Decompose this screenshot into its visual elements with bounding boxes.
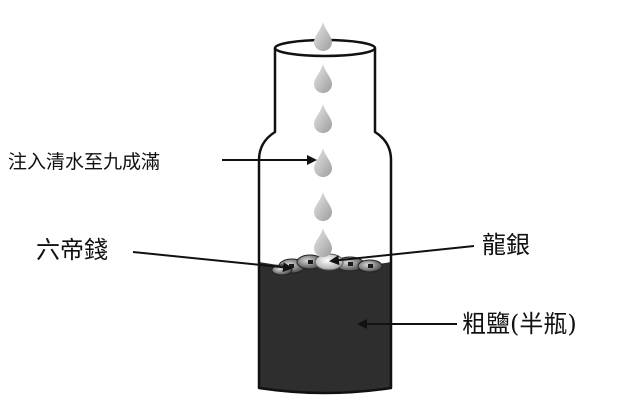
bottle-outline — [257, 48, 393, 395]
label-coins: 六帝錢 — [36, 236, 108, 264]
coins-arrow — [132, 251, 293, 273]
silver-dollar — [314, 253, 344, 271]
water-drops — [314, 22, 332, 257]
label-silver: 龍銀 — [482, 231, 530, 259]
label-salt: 粗鹽(半瓶) — [462, 310, 577, 338]
silver-arrow — [329, 245, 475, 266]
water-drop — [314, 64, 332, 93]
coarse-salt — [259, 262, 391, 393]
water-drop — [314, 148, 332, 177]
water-drop — [314, 22, 332, 51]
water-drop — [314, 192, 332, 221]
water-drop — [314, 104, 332, 133]
water-drop — [314, 228, 332, 257]
label-water: 注入清水至九成滿 — [8, 151, 160, 173]
